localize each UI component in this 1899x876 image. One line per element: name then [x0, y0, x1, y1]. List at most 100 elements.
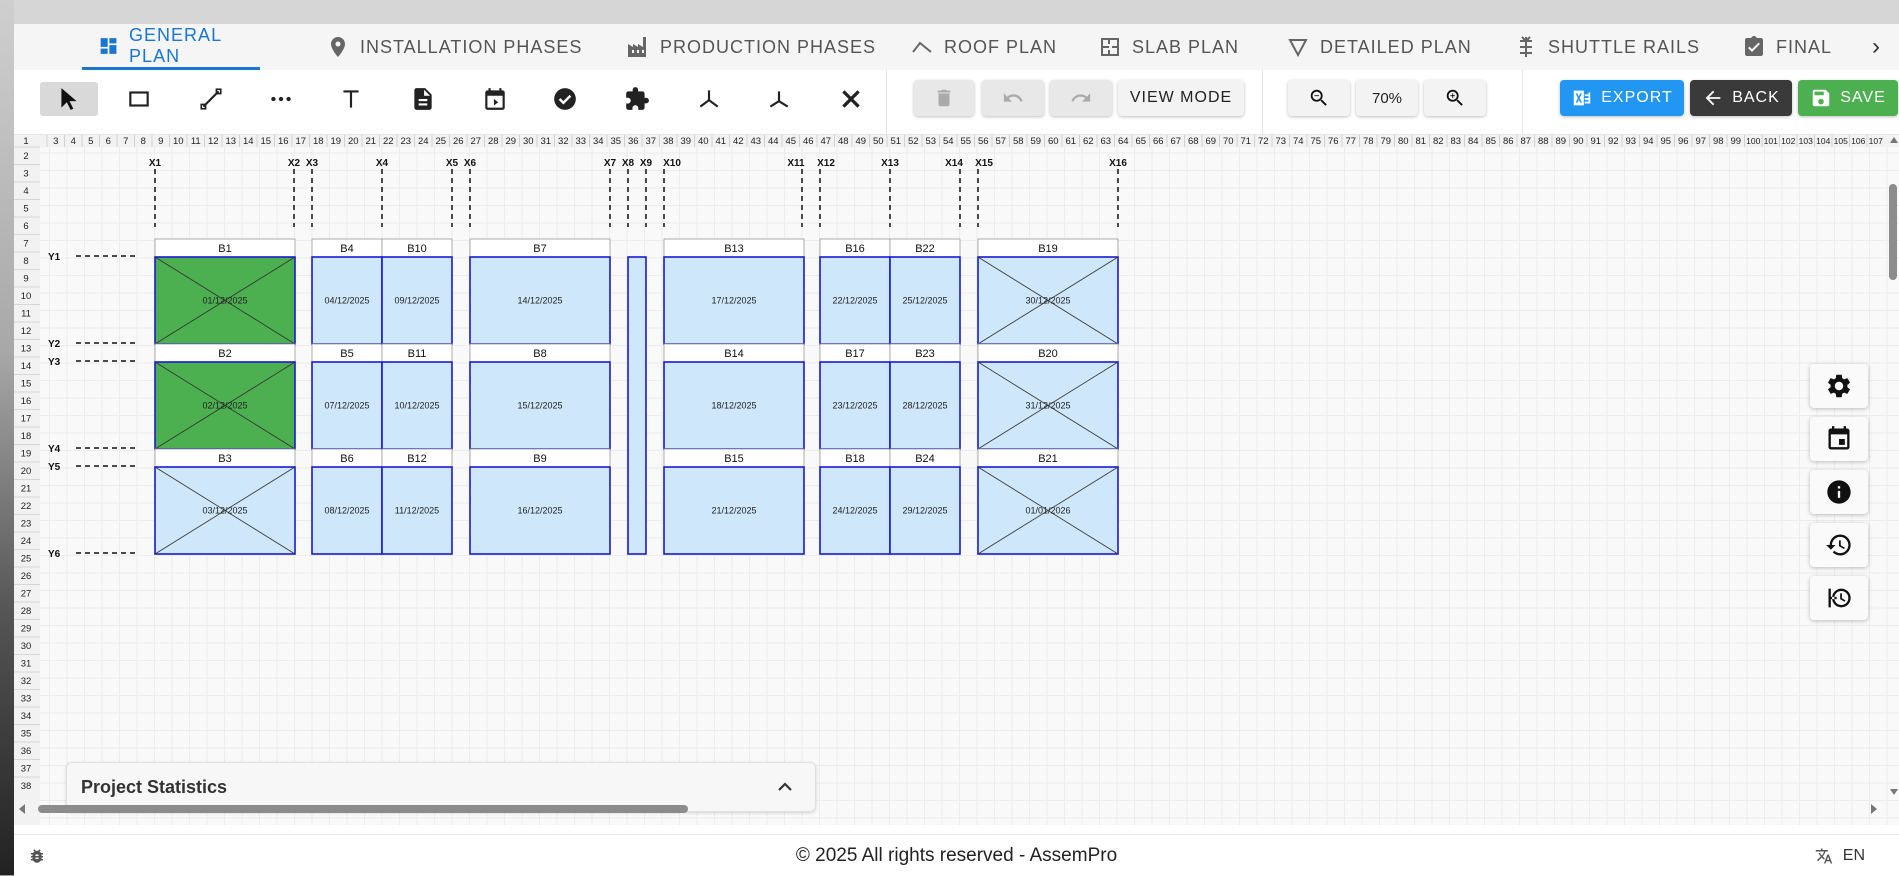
scroll-left-arrow-icon[interactable] — [18, 804, 26, 814]
export-label: EXPORT — [1601, 89, 1673, 106]
ruler-label: 33 — [21, 694, 32, 705]
grid-axis-label: X16 — [1109, 158, 1127, 169]
redo-button[interactable] — [1050, 80, 1112, 116]
view-mode-button[interactable]: VIEW MODE — [1118, 80, 1244, 116]
ruler-label: 77 — [1345, 136, 1356, 147]
horizontal-scrollbar-thumb[interactable] — [38, 805, 688, 813]
grid-axis-label: X12 — [817, 158, 835, 169]
divider — [1262, 70, 1263, 134]
save-button[interactable]: SAVE — [1798, 80, 1898, 116]
arrow-left-icon — [1705, 90, 1721, 106]
component-tool[interactable] — [608, 82, 666, 116]
axis-tool[interactable] — [680, 82, 738, 116]
language-selector[interactable]: EN — [1815, 847, 1865, 865]
ruler-label: 20 — [21, 466, 32, 477]
tab-shuttle-rails[interactable]: SHUTTLE RAILS — [1514, 24, 1700, 70]
ruler-label: 89 — [1555, 136, 1566, 147]
grid-axis-label: X14 — [945, 158, 963, 169]
zoom-in-button[interactable] — [1424, 80, 1486, 116]
vertical-scrollbar-thumb[interactable] — [1889, 184, 1897, 280]
panel-date: 01/01/2026 — [1025, 506, 1070, 516]
axis-icon — [699, 90, 719, 108]
tab-general-plan[interactable]: GENERAL PLAN — [82, 24, 260, 70]
roof-icon — [912, 41, 932, 53]
rectangle-tool[interactable] — [110, 82, 168, 116]
export-button[interactable]: EXPORT — [1560, 80, 1684, 116]
tab-label: INSTALLATION PHASES — [360, 36, 583, 57]
ruler-label: 21 — [365, 136, 376, 147]
text-tool[interactable] — [322, 82, 380, 116]
scroll-up-arrow-icon[interactable] — [1890, 136, 1898, 144]
ruler-label: 71 — [1240, 136, 1251, 147]
complete-tool[interactable] — [536, 82, 594, 116]
settings-button[interactable] — [1810, 364, 1868, 408]
ruler-label: 32 — [21, 676, 32, 687]
ruler-label: 32 — [558, 136, 569, 147]
schedule-tool[interactable] — [466, 82, 524, 116]
ruler-label: 24 — [418, 136, 429, 147]
tab-detailed-plan[interactable]: DETAILED PLAN — [1286, 24, 1472, 70]
grid-axis-label: X15 — [975, 158, 993, 169]
scroll-down-arrow-icon[interactable] — [1890, 788, 1898, 796]
panel-label: B4 — [340, 243, 353, 255]
ruler-label: 41 — [715, 136, 726, 147]
select-tool[interactable] — [40, 82, 98, 116]
panel-date: 04/12/2025 — [324, 296, 369, 306]
ruler-label: 46 — [803, 136, 814, 147]
panel-cross-line — [977, 466, 1119, 555]
info-button[interactable] — [1810, 470, 1868, 514]
horizontal-scrollbar[interactable] — [14, 801, 1885, 815]
timeline-button[interactable] — [1810, 576, 1868, 620]
save-icon — [1813, 89, 1830, 107]
zoom-out-button[interactable] — [1288, 80, 1350, 116]
axis-alt-icon — [769, 91, 789, 108]
location-pin-icon — [331, 37, 345, 57]
ruler-label: 35 — [21, 729, 32, 740]
tab-label: SHUTTLE RAILS — [1548, 36, 1701, 57]
tab-installation-phases[interactable]: INSTALLATION PHASES — [326, 24, 582, 70]
ruler-label: 27 — [21, 589, 32, 600]
scroll-right-arrow-icon[interactable] — [1870, 804, 1878, 814]
chevron-right-icon[interactable]: › — [1872, 33, 1880, 60]
ruler-label: 10 — [21, 291, 32, 302]
ruler-label: 36 — [21, 746, 32, 757]
undo-button[interactable] — [982, 80, 1044, 116]
ruler-label: 66 — [1153, 136, 1164, 147]
grid-axis-label: X6 — [464, 158, 477, 169]
line-tool[interactable] — [182, 82, 240, 116]
tab-slab-plan[interactable]: SLAB PLAN — [1098, 24, 1239, 70]
note-tool[interactable] — [394, 82, 452, 116]
ruler-label: 101 — [1764, 136, 1778, 146]
panel-date: 10/12/2025 — [394, 401, 439, 411]
panel-element — [381, 361, 453, 450]
tab-roof-plan[interactable]: ROOF PLAN — [910, 24, 1057, 70]
ruler-label: 34 — [21, 711, 32, 722]
ruler-label: 54 — [943, 136, 954, 147]
panel-label: B18 — [845, 453, 865, 465]
tab-label: GENERAL PLAN — [129, 24, 222, 66]
panel-date: 02/12/2025 — [202, 401, 247, 411]
cancel-tool[interactable] — [822, 82, 880, 116]
panel-date: 03/12/2025 — [202, 506, 247, 516]
ruler-label: 6 — [23, 221, 28, 232]
panel-date: 08/12/2025 — [324, 506, 369, 516]
calendar-button[interactable] — [1810, 417, 1868, 461]
tab-final[interactable]: FINAL — [1742, 24, 1832, 70]
delete-button[interactable] — [914, 80, 974, 116]
ruler-label: 9 — [158, 136, 163, 147]
bug-icon[interactable] — [28, 847, 46, 865]
axis-alt-tool[interactable] — [750, 82, 808, 116]
back-button[interactable]: BACK — [1690, 80, 1792, 116]
ruler-label: 67 — [1170, 136, 1181, 147]
panel-label: B7 — [533, 243, 546, 255]
ruler-label: 102 — [1781, 136, 1795, 146]
ruler-label: 88 — [1538, 136, 1549, 147]
history-button[interactable] — [1810, 523, 1868, 567]
ruler-label: 5 — [23, 204, 28, 215]
dashed-line-tool[interactable] — [252, 82, 310, 116]
panel-label: B3 — [218, 453, 231, 465]
chevron-up-icon[interactable] — [773, 775, 797, 799]
tab-production-phases[interactable]: PRODUCTION PHASES — [626, 24, 876, 70]
